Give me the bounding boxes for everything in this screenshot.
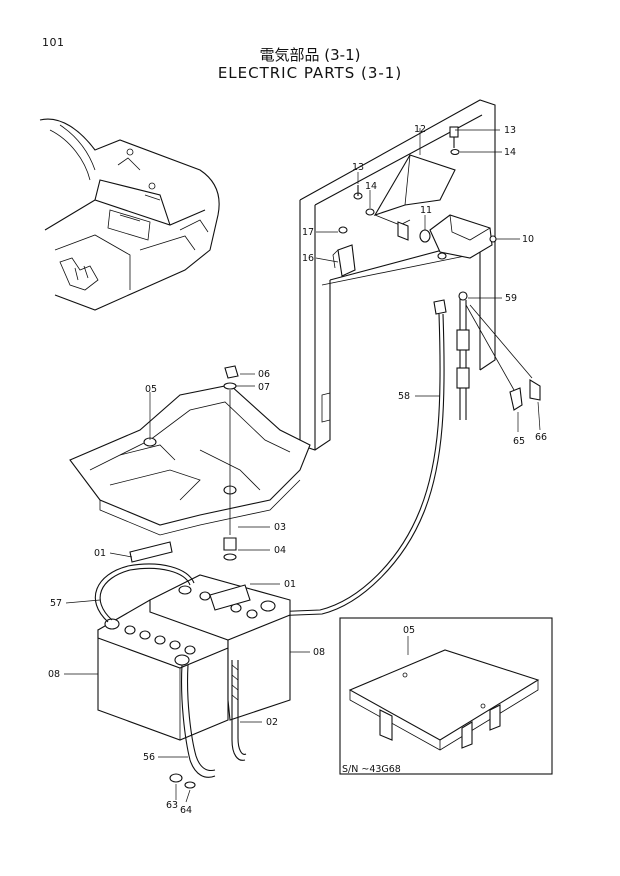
label-65: 65 xyxy=(513,436,525,447)
label-16: 16 xyxy=(302,253,314,264)
label-11: 11 xyxy=(420,205,432,216)
title-english: ELECTRIC PARTS (3-1) xyxy=(217,64,403,82)
hold-down-bolt xyxy=(223,365,239,561)
label-64: 64 xyxy=(180,805,192,816)
label-05: 05 xyxy=(145,384,157,395)
label-63: 63 xyxy=(166,800,178,811)
cable-58 xyxy=(269,299,447,617)
label-17: 17 xyxy=(302,227,314,238)
label-14-left: 14 xyxy=(365,181,377,192)
small-bracket-16 xyxy=(332,226,356,277)
label-01-lower: 01 xyxy=(284,579,296,590)
inset-serial-note: S/N ~43G68 xyxy=(342,764,401,775)
battery-tray xyxy=(69,384,311,536)
label-08-left: 08 xyxy=(48,669,60,680)
label-56: 56 xyxy=(143,752,155,763)
label-04: 04 xyxy=(274,545,286,556)
rod-02 xyxy=(231,660,247,761)
label-58: 58 xyxy=(398,391,410,402)
cable-57 xyxy=(94,563,195,623)
label-03: 03 xyxy=(274,522,286,533)
label-12: 12 xyxy=(414,124,426,135)
page-number: 101 xyxy=(42,36,65,49)
inset-variant-box xyxy=(339,617,553,775)
label-14-right: 14 xyxy=(504,147,516,158)
machine-body-sketch xyxy=(39,118,220,311)
label-07: 07 xyxy=(258,382,270,393)
cable-59 xyxy=(456,291,541,420)
title-japanese: 電気部品 (3-1) xyxy=(259,46,361,64)
label-10: 10 xyxy=(522,234,534,245)
label-66: 66 xyxy=(535,432,547,443)
relay-bracket xyxy=(353,126,460,241)
label-13-left: 13 xyxy=(352,162,364,173)
label-59: 59 xyxy=(505,293,517,304)
label-08-right: 08 xyxy=(313,647,325,658)
leader-lines xyxy=(64,128,541,803)
label-13-right: 13 xyxy=(504,125,516,136)
cable-56 xyxy=(169,664,216,789)
label-05-inset: 05 xyxy=(403,625,415,636)
label-01-upper: 01 xyxy=(94,548,106,559)
label-57: 57 xyxy=(50,598,62,609)
battery-right xyxy=(149,574,291,721)
label-02: 02 xyxy=(266,717,278,728)
hold-down-plate-upper xyxy=(129,541,173,563)
label-06: 06 xyxy=(258,369,270,380)
